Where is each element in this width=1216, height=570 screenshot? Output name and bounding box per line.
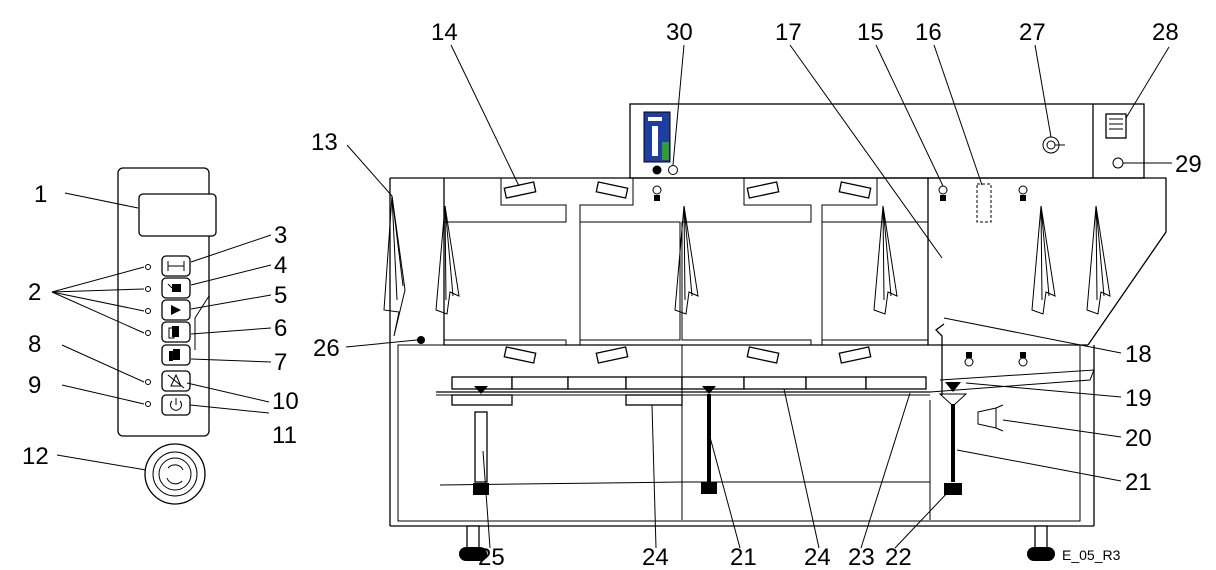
callout-6: 6 [274, 315, 287, 342]
indicator-led [145, 401, 151, 407]
callout-26: 26 [313, 335, 340, 362]
control-panel [117, 167, 217, 437]
indicator-led [145, 286, 151, 292]
sensor-icon [1018, 185, 1028, 201]
sensor-icon [964, 352, 974, 367]
program-1-button[interactable] [161, 321, 191, 343]
callout-10: 10 [272, 388, 299, 415]
callout-9: 9 [28, 372, 41, 399]
sensor-icon [652, 185, 662, 201]
callout-2: 2 [28, 279, 41, 306]
level-sensor [976, 183, 992, 223]
callout-24b: 24 [804, 544, 831, 570]
callout-11: 11 [272, 422, 297, 449]
pump-riser [701, 386, 717, 494]
start-button[interactable] [161, 299, 191, 321]
indicator-led [145, 379, 151, 385]
rotary-switch[interactable] [144, 443, 206, 505]
callout-30: 30 [666, 19, 693, 46]
curtain [1031, 205, 1056, 315]
callout-14: 14 [431, 19, 458, 46]
drain-plug[interactable] [977, 404, 1004, 432]
sensor-icon [1018, 352, 1028, 367]
callout-4: 4 [274, 252, 287, 279]
callout-17: 17 [775, 19, 802, 46]
leader-lines [51, 44, 1172, 549]
callout-12: 12 [22, 443, 49, 470]
callout-27: 27 [1019, 19, 1046, 46]
figure-reference: E_05_R3 [1062, 547, 1121, 563]
dishwasher-body [383, 103, 1167, 561]
callout-16: 16 [915, 19, 942, 46]
display-screen [138, 193, 217, 237]
alarm-off-button[interactable] [161, 370, 191, 392]
callout-13: 13 [311, 129, 338, 156]
callout-24a: 24 [642, 544, 669, 570]
callout-18: 18 [1125, 341, 1152, 368]
callout-23: 23 [848, 544, 875, 570]
pump-riser [935, 323, 968, 495]
indicator-led [145, 308, 151, 314]
conveyor-button[interactable] [161, 255, 191, 277]
program-2-button[interactable] [161, 344, 191, 366]
curtain [383, 195, 406, 337]
callout-28: 28 [1152, 19, 1179, 46]
curtain [435, 205, 460, 315]
callout-19: 19 [1125, 385, 1152, 412]
callout-3: 3 [274, 222, 287, 249]
callout-8: 8 [28, 331, 41, 358]
machine-display [643, 111, 671, 163]
indicator-led [145, 330, 151, 336]
callout-21a: 21 [730, 544, 757, 570]
callout-1: 1 [34, 181, 47, 208]
callout-7: 7 [274, 349, 287, 376]
indicator-led [145, 264, 151, 270]
sensor-icon [938, 185, 948, 201]
strainer-row [451, 376, 927, 406]
hand-button[interactable] [161, 277, 191, 299]
callout-15: 15 [857, 19, 884, 46]
callout-22: 22 [885, 544, 912, 570]
power-button[interactable] [161, 394, 191, 416]
curtain [674, 205, 699, 315]
curtain [1086, 205, 1111, 315]
callout-5: 5 [274, 282, 287, 309]
curtain [873, 205, 898, 315]
callout-20: 20 [1125, 425, 1152, 452]
callout-29: 29 [1175, 151, 1202, 178]
small-display [1105, 113, 1127, 139]
callout-25: 25 [478, 544, 505, 570]
callout-labels: 1 2 3 4 5 6 7 8 9 10 11 12 13 14 15 16 1… [22, 19, 1202, 570]
callout-21b: 21 [1125, 469, 1152, 496]
